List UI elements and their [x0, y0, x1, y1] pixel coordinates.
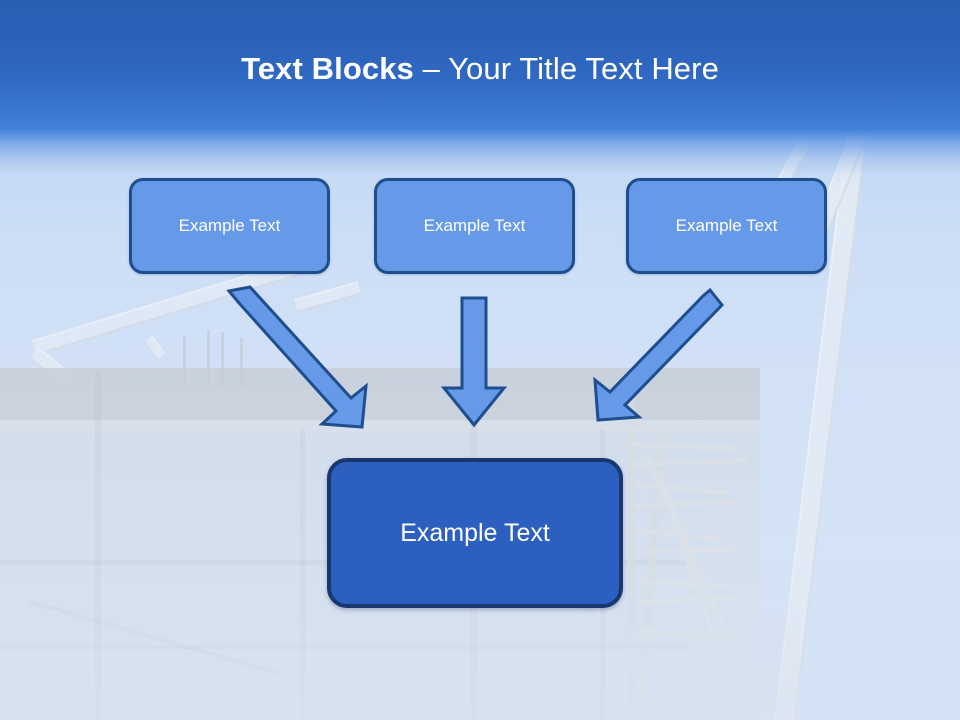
page-title: Text Blocks – Your Title Text Here — [0, 50, 960, 88]
box-top-middle[interactable]: Example Text — [374, 178, 575, 274]
header-band — [0, 0, 960, 128]
box-top-left-label: Example Text — [178, 216, 281, 235]
title-bold-part: Text Blocks — [241, 51, 414, 86]
box-top-middle-label: Example Text — [423, 216, 526, 235]
box-bottom[interactable]: Example Text — [327, 458, 623, 608]
title-regular-part: Your Title Text Here — [448, 51, 719, 86]
box-top-right-label: Example Text — [675, 216, 778, 235]
box-top-right[interactable]: Example Text — [626, 178, 827, 274]
title-separator: – — [413, 51, 449, 86]
box-top-left[interactable]: Example Text — [129, 178, 330, 274]
box-bottom-label: Example Text — [400, 518, 550, 547]
header-fade — [0, 128, 960, 186]
